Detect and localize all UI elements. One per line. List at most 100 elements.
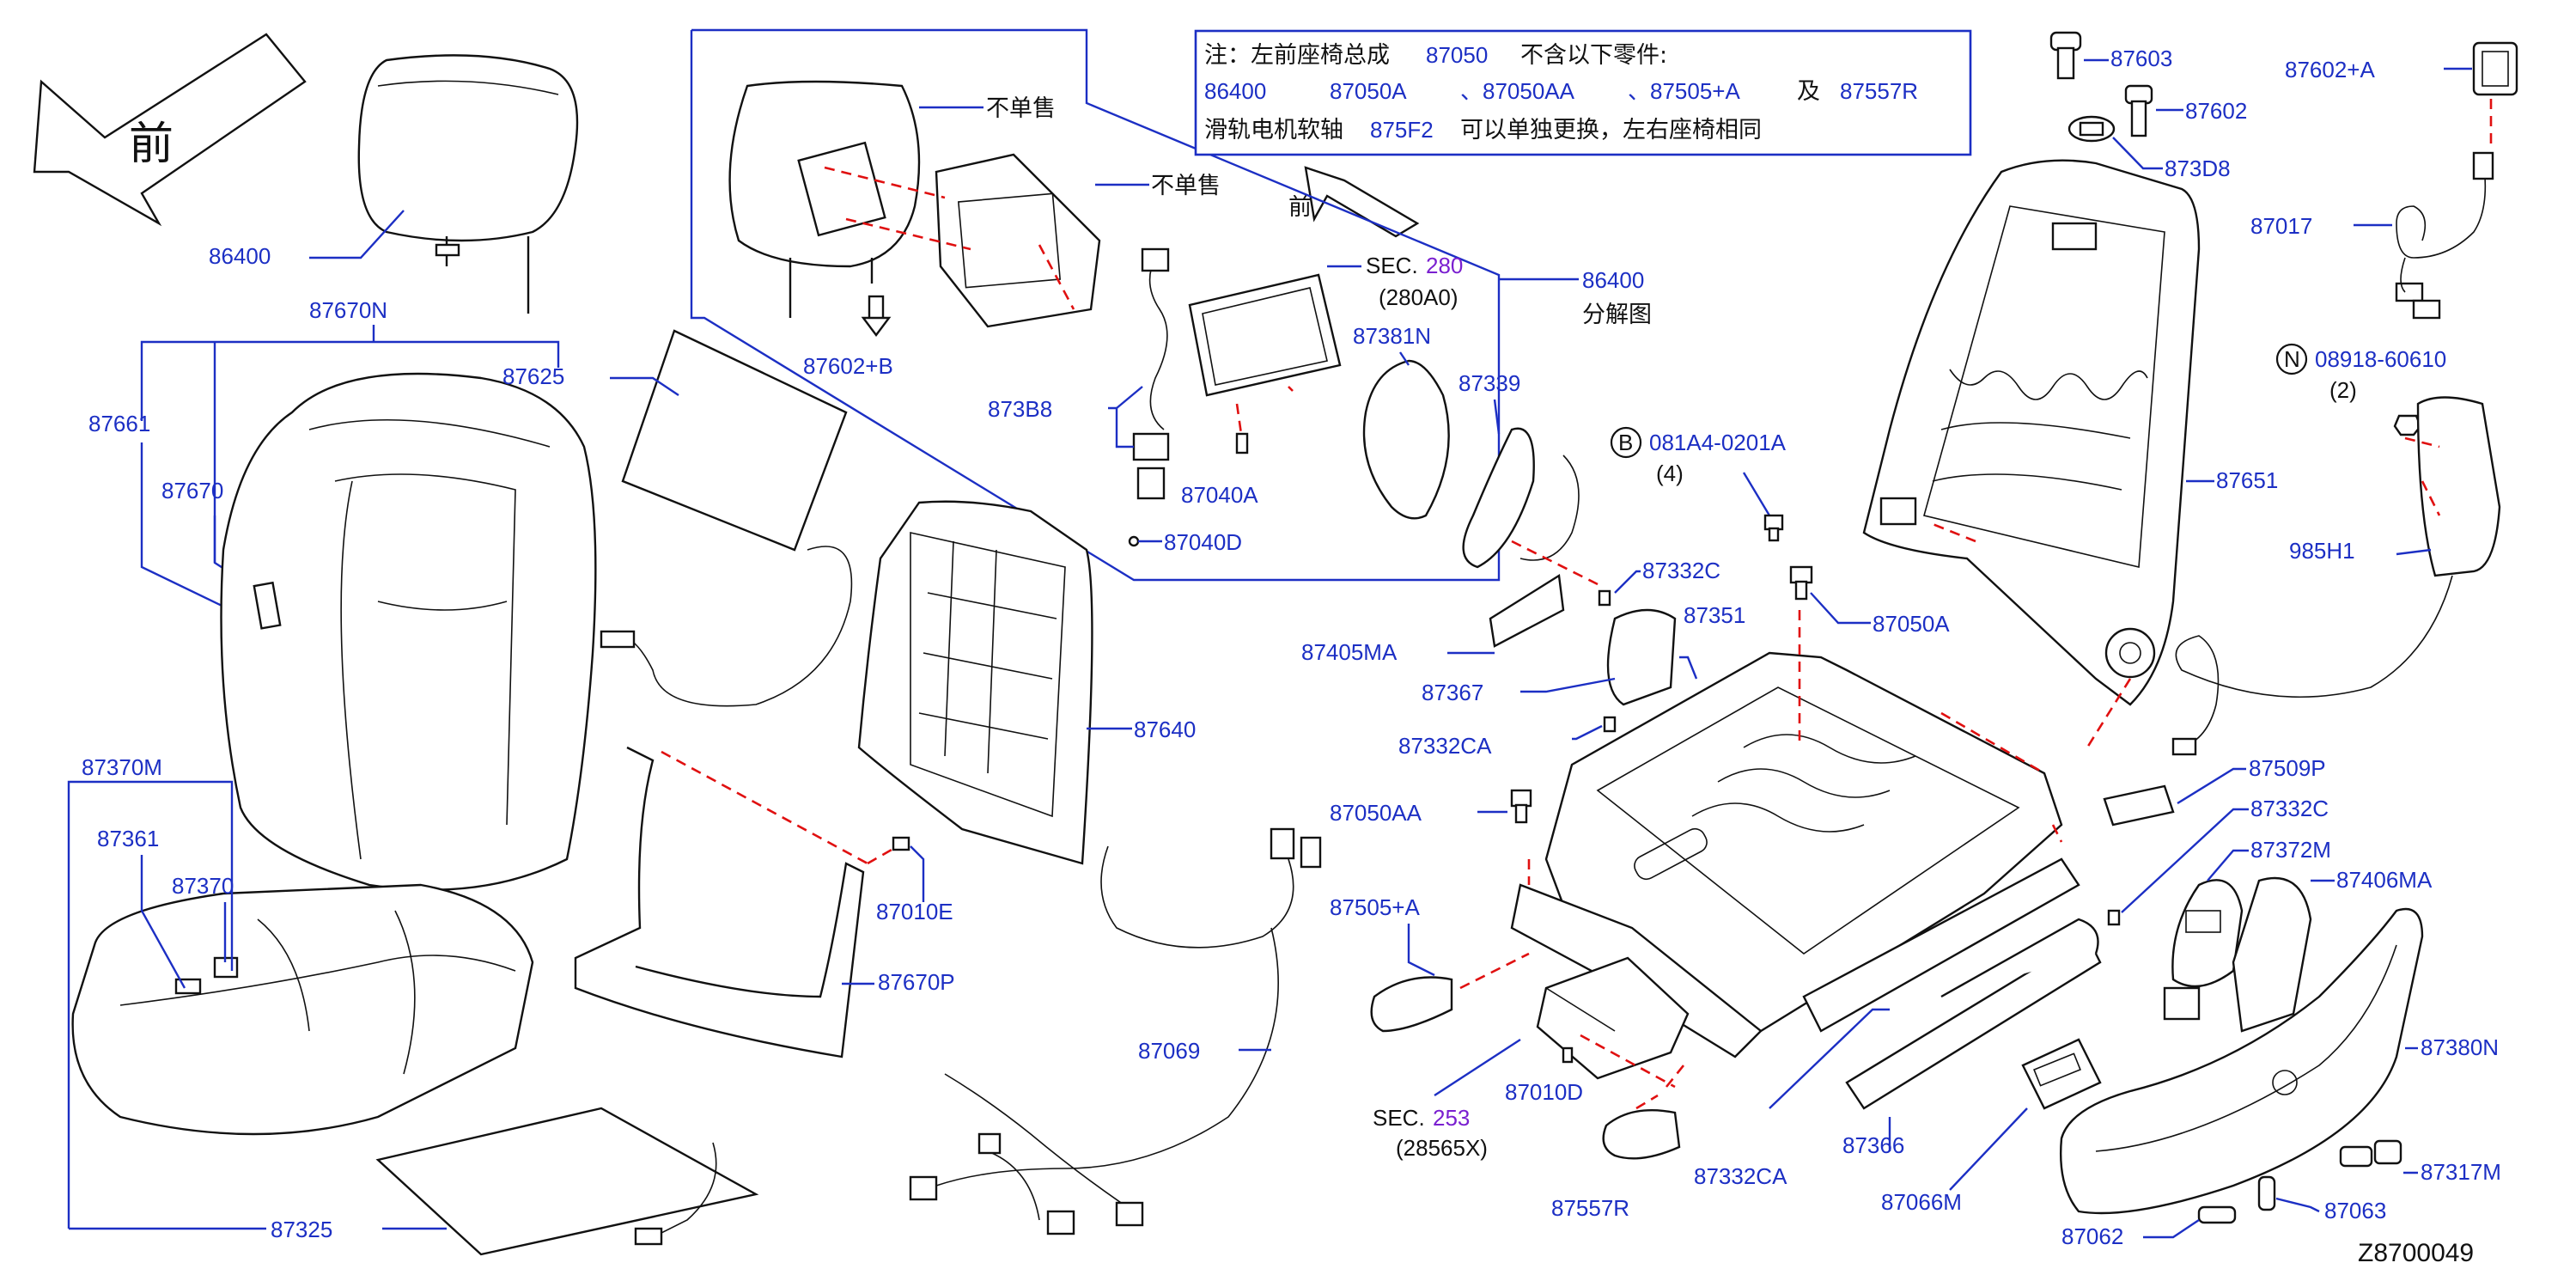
label-87017: 87017 [2250,213,2312,239]
side-finisher-87380N [2060,907,2424,1215]
bezel-873D8 [2067,115,2116,143]
front-label-small: 前 [1288,194,1312,221]
note-list-2: 、87050AA [1460,78,1575,104]
bracket-87406MA-small [2163,986,2201,1021]
label-87050A: 87050A [1873,611,1950,637]
label-86400: 86400 [209,243,271,269]
label-87010D: 87010D [1505,1079,1583,1105]
label-87325: 87325 [271,1217,332,1242]
label-87381N: 87381N [1353,323,1431,349]
cover-87505A [1370,976,1453,1033]
label-87317M: 87317M [2421,1159,2501,1185]
airbag-985H1 [2416,396,2501,577]
label-87040A: 87040A [1181,482,1258,508]
rail-cover-87366 [1845,918,2102,1110]
label-86400-exploded: 86400 [1582,267,1644,293]
nut-n-symbol: N [2284,346,2300,372]
label-87069: 87069 [1138,1038,1200,1064]
label-87509P: 87509P [2249,755,2326,781]
headrest-86400 [357,54,579,314]
label-87063: 87063 [2324,1198,2386,1223]
label-87661: 87661 [88,411,150,436]
note-line1-suffix: 不含以下零件: [1520,42,1667,69]
label-87332CA-top: 87332CA [1398,733,1492,759]
knob-87063 [2257,1175,2276,1211]
note-line3-part: 875F2 [1370,117,1434,143]
label-873D8: 873D8 [2165,156,2231,181]
bracket-87339 [1462,427,1580,569]
cover-87557R [1602,1108,1681,1160]
label-87367: 87367 [1422,680,1483,705]
clip-87509P [2103,784,2175,827]
label-87670P: 87670P [878,969,955,995]
label-87406MA: 87406MA [2336,867,2433,893]
bolt-b-qty: (4) [1656,461,1684,486]
label-87339: 87339 [1459,370,1520,396]
label-87332C-bot: 87332C [2250,796,2329,821]
label-87332C-top: 87332C [1642,558,1720,583]
note-list-5: 87557R [1840,78,1918,104]
harness-87017 [2395,151,2494,320]
not-sold-label-1: 不单售 [986,95,1056,122]
seat-back-board-87640 [857,500,1093,865]
label-87366: 87366 [1842,1132,1904,1158]
label-87370: 87370 [172,873,234,899]
bracket-87367 [1606,608,1677,706]
label-87640: 87640 [1134,717,1196,742]
label-87505A: 87505+A [1330,894,1420,920]
label-87040D: 87040D [1164,529,1242,555]
note-line1-part: 87050 [1426,42,1488,68]
front-direction-arrow: 前 [33,33,307,227]
display-monitor [1188,273,1342,397]
cover-87372M [2171,879,2244,988]
headrest-exploded [728,80,1101,328]
label-87670N: 87670N [309,297,387,323]
cover-87406MA [2232,876,2312,1033]
note-list-1: 87050A [1330,78,1407,104]
nut-n-qty: (2) [2329,377,2357,403]
note-box: 注：左前座椅总成 87050 不含以下零件: 86400 87050A 、870… [1194,29,1972,156]
label-87332CA-bot: 87332CA [1694,1163,1787,1189]
inner-cover-87381N [1362,359,1450,520]
seatback-frame-87651 [1862,159,2201,706]
sec-280-ref: (280A0) [1379,284,1459,310]
power-switch-87066M [2021,1038,2102,1110]
harness-87069 [909,827,1322,1235]
sec-253-label: SEC. [1373,1105,1425,1131]
sec-253-num: 253 [1433,1105,1470,1131]
knob-87317M [2339,1139,2402,1168]
label-87603: 87603 [2110,46,2172,71]
guide-87602a [2472,41,2518,96]
guide-87603 [2049,31,2082,80]
guide-87602 [2124,84,2153,137]
front-direction-arrow-small: 前 [1288,166,1420,238]
label-87380N: 87380N [2421,1034,2499,1060]
sec-253-ref: (28565X) [1396,1135,1488,1161]
label-87351: 87351 [1684,602,1745,628]
note-line3-suffix: 可以单独更换，左右座椅相同 [1460,117,1762,143]
label-081A4-0201A: 081A4-0201A [1649,430,1787,455]
screw-87332ca-top [1603,716,1617,733]
label-87372M: 87372M [2250,837,2331,863]
note-line3-prefix: 滑轨电机软轴 [1204,117,1343,143]
label-87557R: 87557R [1551,1195,1629,1221]
label-87361: 87361 [97,826,159,851]
seat-frame-87351 [1510,651,2080,1058]
note-list-0: 86400 [1204,78,1266,104]
screw-87602b [861,295,892,337]
bolt-87050AA [1510,789,1532,824]
bolt-87050A [1789,565,1813,601]
knob-87062 [2197,1205,2237,1224]
label-87370M: 87370M [82,754,162,780]
front-label: 前 [129,119,174,170]
nut-08918 [2393,414,2422,436]
label-87670: 87670 [161,478,223,503]
label-985H1: 985H1 [2289,538,2355,564]
note-line1-prefix: 注：左前座椅总成 [1204,42,1390,69]
diagram-id: Z8700049 [2358,1239,2474,1267]
label-87010E: 87010E [876,899,953,924]
heater-pad-87625 [600,329,853,707]
seat-back-cover-87670 [220,372,597,891]
label-87651: 87651 [2216,467,2278,493]
